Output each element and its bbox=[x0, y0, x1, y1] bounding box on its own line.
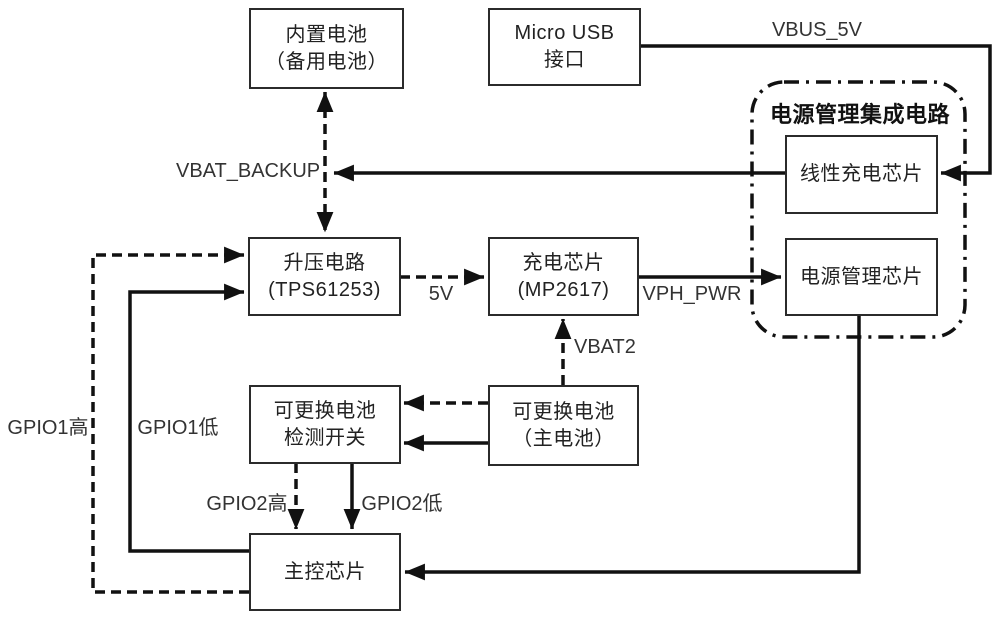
gpio2-high-label: GPIO2高 bbox=[206, 493, 288, 515]
micro-usb-box: Micro USB 接口 bbox=[488, 8, 641, 86]
vph-pwr-label: VPH_PWR bbox=[642, 283, 742, 305]
gpio1-high-label: GPIO1高 bbox=[7, 417, 89, 439]
linear-charger-label: 线性充电芯片 bbox=[800, 163, 923, 185]
boost-circuit-box: 升压电路 (TPS61253) bbox=[248, 237, 401, 316]
charge-chip-label-line2: (MP2617) bbox=[517, 278, 610, 301]
micro-usb-label-line1: Micro USB bbox=[514, 22, 615, 44]
gpio1-high-line bbox=[91, 246, 249, 594]
charge-chip-box: 充电芯片 (MP2617) bbox=[488, 237, 639, 316]
5v-label: 5V bbox=[428, 283, 454, 305]
pmic-container-title: 电源管理集成电路 bbox=[769, 102, 950, 127]
pmic-chip-box: 电源管理芯片 bbox=[785, 238, 938, 316]
charge-chip-label-line1: 充电芯片 bbox=[522, 251, 605, 274]
builtin-battery-label-line1: 内置电池 bbox=[285, 23, 368, 46]
gpio2-low-label: GPIO2低 bbox=[361, 493, 443, 515]
battery-switch-box: 可更换电池 检测开关 bbox=[249, 385, 401, 464]
pmic-to-mcu-line bbox=[404, 315, 861, 581]
main-battery-label-line1: 可更换电池 bbox=[512, 400, 615, 423]
micro-usb-label-line2: 接口 bbox=[544, 49, 585, 71]
builtin-battery-box: 内置电池 （备用电池） bbox=[249, 8, 404, 89]
boost-circuit-label-line1: 升压电路 bbox=[283, 251, 366, 274]
pmic-chip-label: 电源管理芯片 bbox=[800, 265, 923, 288]
main-battery-box: 可更换电池 （主电池） bbox=[488, 385, 639, 466]
battery-switch-label-line2: 检测开关 bbox=[284, 426, 366, 449]
mcu-box: 主控芯片 bbox=[249, 533, 401, 611]
boost-circuit-label-line2: (TPS61253) bbox=[268, 278, 381, 301]
linear-charger-box: 线性充电芯片 bbox=[785, 135, 938, 214]
gpio1-low-line bbox=[128, 283, 249, 553]
vbat-backup-label: VBAT_BACKUP bbox=[176, 160, 321, 182]
vbat2-label: VBAT2 bbox=[574, 336, 636, 358]
vbus-5v-label: VBUS_5V bbox=[771, 19, 863, 41]
builtin-battery-label-line2: （备用电池） bbox=[265, 50, 388, 73]
main-battery-label-line2: （主电池） bbox=[512, 427, 615, 450]
vbus-5v-line bbox=[640, 44, 992, 182]
gpio1-low-label: GPIO1低 bbox=[137, 417, 219, 439]
mcu-label: 主控芯片 bbox=[284, 560, 366, 583]
battery-switch-label-line1: 可更换电池 bbox=[273, 399, 377, 422]
